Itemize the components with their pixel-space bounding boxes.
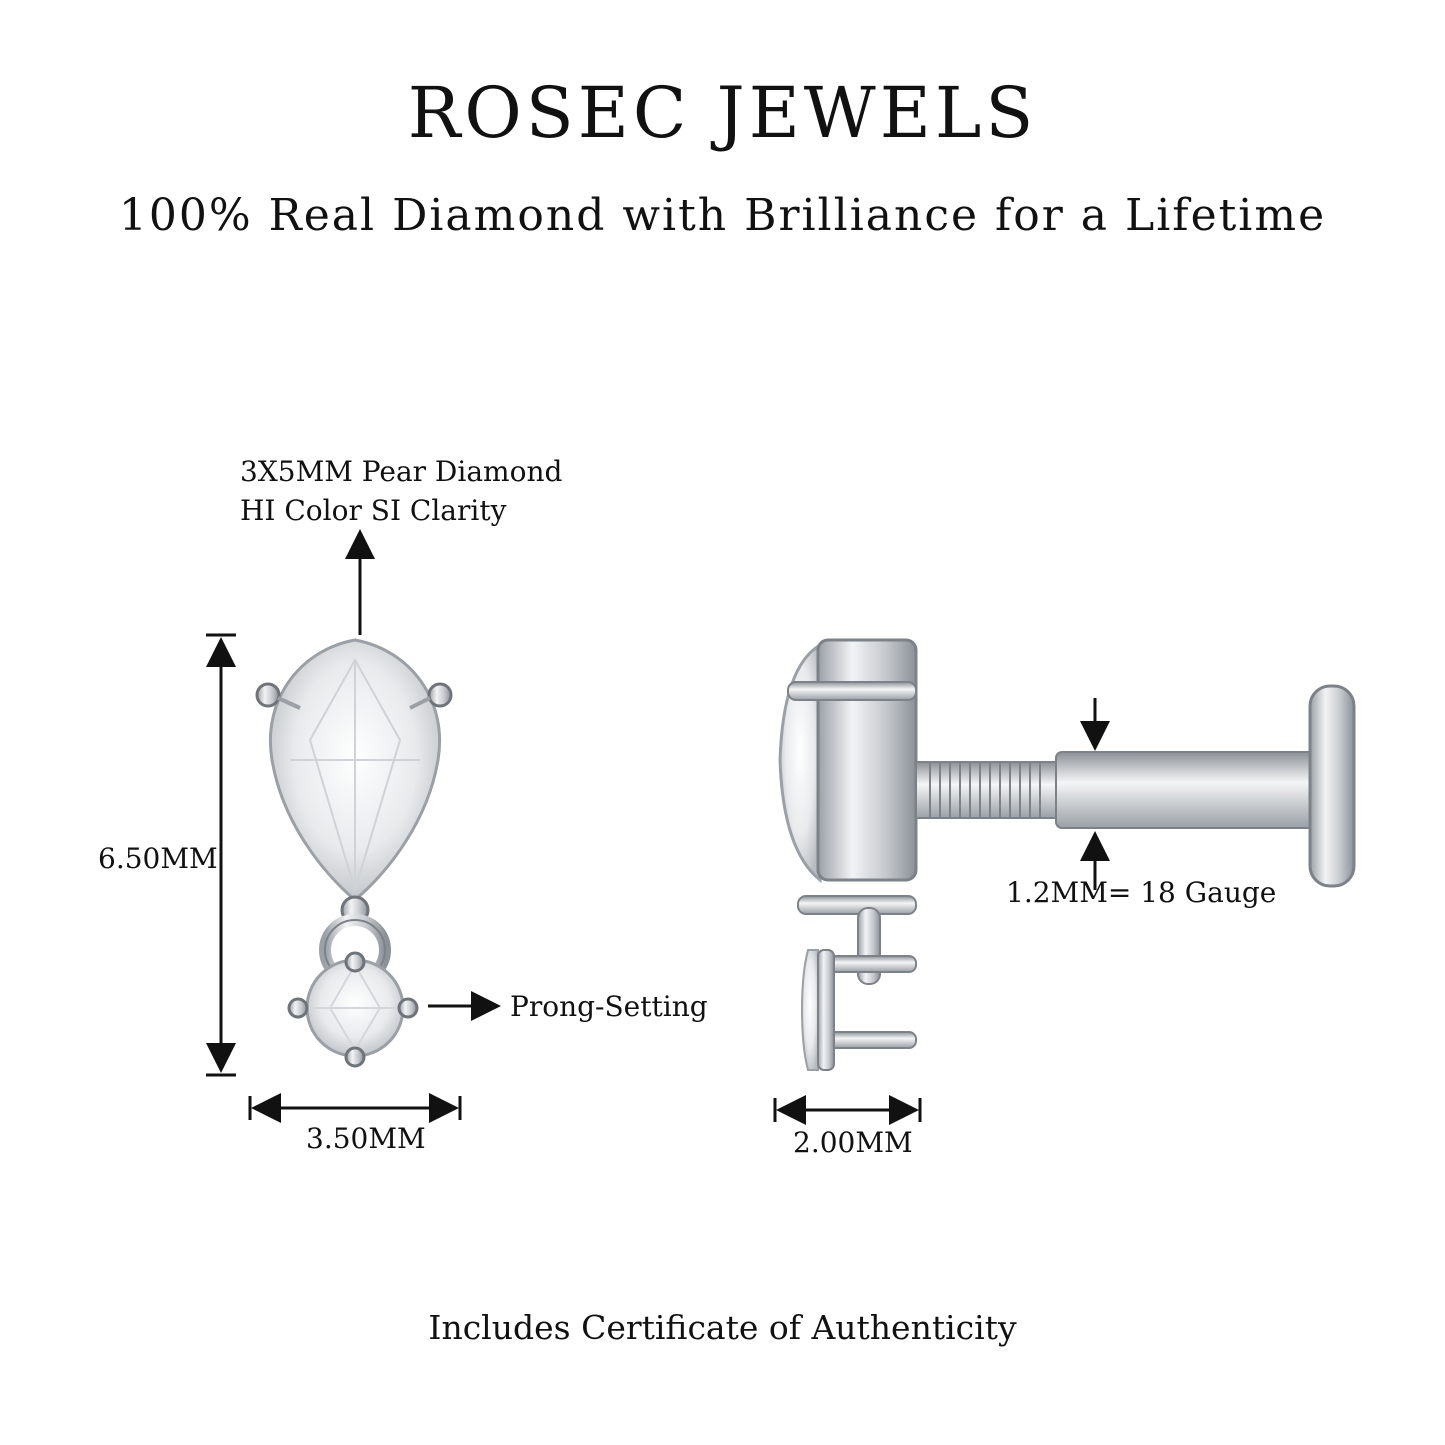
flat-back-disc	[1308, 684, 1356, 888]
front-dimensions	[206, 529, 501, 1123]
stone-size-label: 3X5MM Pear Diamond	[240, 455, 563, 488]
threaded-post	[915, 761, 1057, 819]
side-dimensions	[773, 698, 1110, 1125]
setting-body	[816, 638, 918, 882]
labret-bar	[1055, 751, 1319, 829]
stone-grade-label: HI Color SI Clarity	[240, 494, 507, 527]
prong	[344, 951, 366, 973]
prong	[427, 682, 453, 708]
prong-setting-label: Prong-Setting	[510, 990, 708, 1023]
prong	[397, 997, 419, 1019]
front-earring	[255, 638, 453, 1068]
width-label: 3.50MM	[306, 1122, 426, 1155]
certificate-note: Includes Certificate of Authenticity	[428, 1308, 1017, 1347]
gauge-label: 1.2MM= 18 Gauge	[1006, 876, 1277, 909]
depth-label: 2.00MM	[793, 1126, 913, 1159]
prong	[287, 997, 309, 1019]
prong	[255, 682, 281, 708]
brand-title: ROSEC JEWELS	[407, 72, 1038, 154]
height-label: 6.50MM	[98, 842, 218, 875]
side-earring	[778, 638, 1356, 1071]
tagline: 100% Real Diamond with Brilliance for a …	[118, 190, 1327, 241]
prong	[344, 1046, 366, 1068]
